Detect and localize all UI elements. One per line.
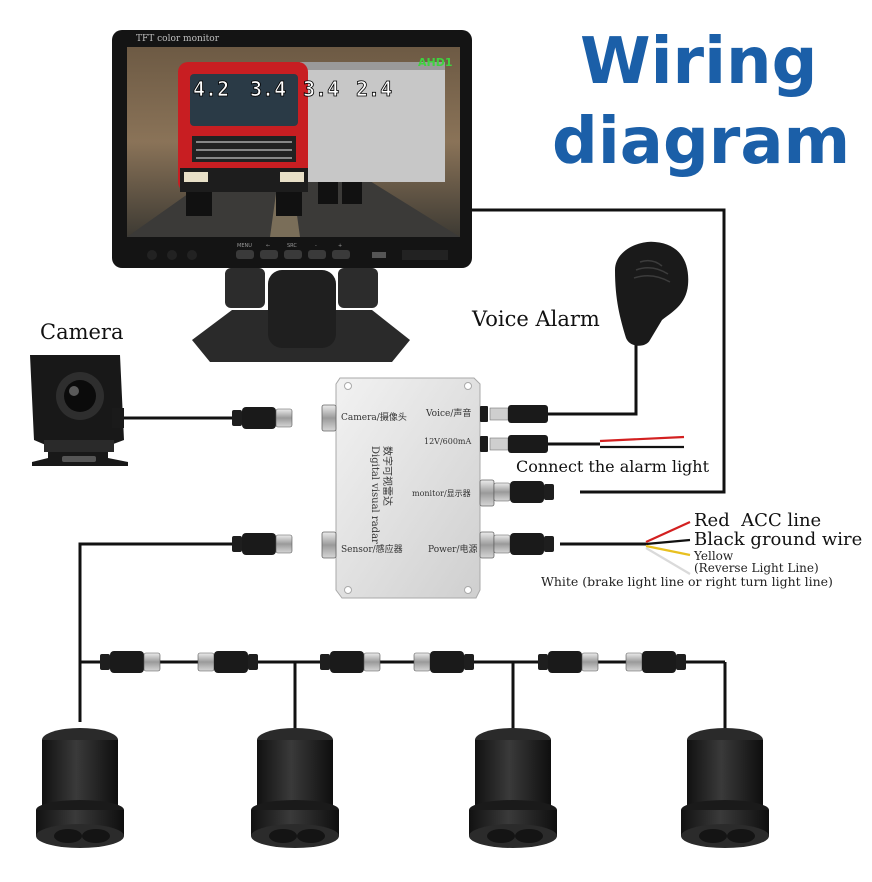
monitor-wire bbox=[470, 208, 726, 494]
alarm-light-leads bbox=[599, 435, 685, 449]
distance-readout: 3.4 bbox=[250, 77, 286, 101]
black-ground-wire-label: Black ground wire bbox=[694, 529, 863, 550]
parking-sensors bbox=[36, 728, 769, 848]
voice-jack-icon bbox=[489, 405, 548, 453]
yellow-line-description: (Reverse Light Line) bbox=[694, 561, 819, 575]
connectors bbox=[99, 405, 687, 674]
voice-alarm-label: Voice Alarm bbox=[472, 307, 600, 331]
connector-icon bbox=[493, 532, 555, 556]
button-label: MENU bbox=[237, 243, 252, 249]
port-label-camera: Camera/摄像头 bbox=[341, 411, 407, 423]
monitor-brand-text: TFT color monitor bbox=[136, 34, 220, 44]
yellow-line-label: Yellow bbox=[694, 549, 734, 563]
camera-label: Camera bbox=[40, 320, 124, 344]
connector-icon bbox=[197, 650, 259, 674]
power-leads bbox=[645, 520, 691, 575]
button-label: ← bbox=[266, 243, 270, 249]
port-label-voice: Voice/声音 bbox=[425, 407, 471, 419]
sensor-trunk-wire bbox=[78, 542, 236, 722]
distance-readout: 4.2 bbox=[193, 77, 229, 101]
monitor bbox=[112, 30, 472, 362]
connector-icon bbox=[413, 650, 475, 674]
title-line-2: diagram bbox=[552, 105, 851, 179]
power-rating-label: 12V/600mA bbox=[424, 437, 472, 446]
voice-alarm-wire bbox=[548, 345, 638, 416]
connector-icon bbox=[493, 480, 555, 504]
port-label-sensor: Sensor/感应器 bbox=[341, 543, 403, 555]
connect-alarm-light-label: Connect the alarm light bbox=[516, 457, 710, 476]
title-line-1: Wiring bbox=[580, 25, 818, 99]
parking-sensor-icon bbox=[251, 728, 339, 848]
distance-readout: 2.4 bbox=[356, 77, 392, 101]
camera-icon bbox=[30, 355, 128, 466]
parking-sensor-icon bbox=[36, 728, 124, 848]
button-label: SRC bbox=[287, 243, 297, 249]
control-box-title-en: Digital visual radar bbox=[369, 446, 380, 544]
port-label-monitor: monitor/显示器 bbox=[412, 489, 471, 498]
distance-readout: 3.4 bbox=[303, 77, 339, 101]
wires bbox=[78, 208, 727, 730]
control-box-icon bbox=[321, 377, 495, 599]
connector-icon bbox=[537, 650, 599, 674]
red-acc-line-label: Red ACC line bbox=[694, 510, 822, 531]
connector-icon bbox=[625, 650, 687, 674]
button-label: + bbox=[338, 243, 342, 249]
distance-readouts: 4.2 3.4 3.4 2.4 bbox=[193, 77, 393, 102]
connector-icon bbox=[319, 650, 381, 674]
connector-icon bbox=[99, 650, 161, 674]
voice-alarm-icon bbox=[615, 241, 689, 346]
mode-badge: AHD1 bbox=[418, 56, 453, 69]
monitor-button-labels: MENU ← SRC - + bbox=[237, 243, 342, 249]
control-box-title-cn: 数字可视雷达 bbox=[381, 446, 394, 506]
connector-icon bbox=[231, 532, 293, 556]
white-line-label: White (brake light line or right turn li… bbox=[541, 574, 833, 589]
parking-sensor-icon bbox=[469, 728, 557, 848]
parking-sensor-icon bbox=[681, 728, 769, 848]
connector-icon bbox=[231, 406, 293, 430]
button-label: - bbox=[315, 243, 317, 249]
port-label-power: Power/电源 bbox=[428, 543, 477, 555]
